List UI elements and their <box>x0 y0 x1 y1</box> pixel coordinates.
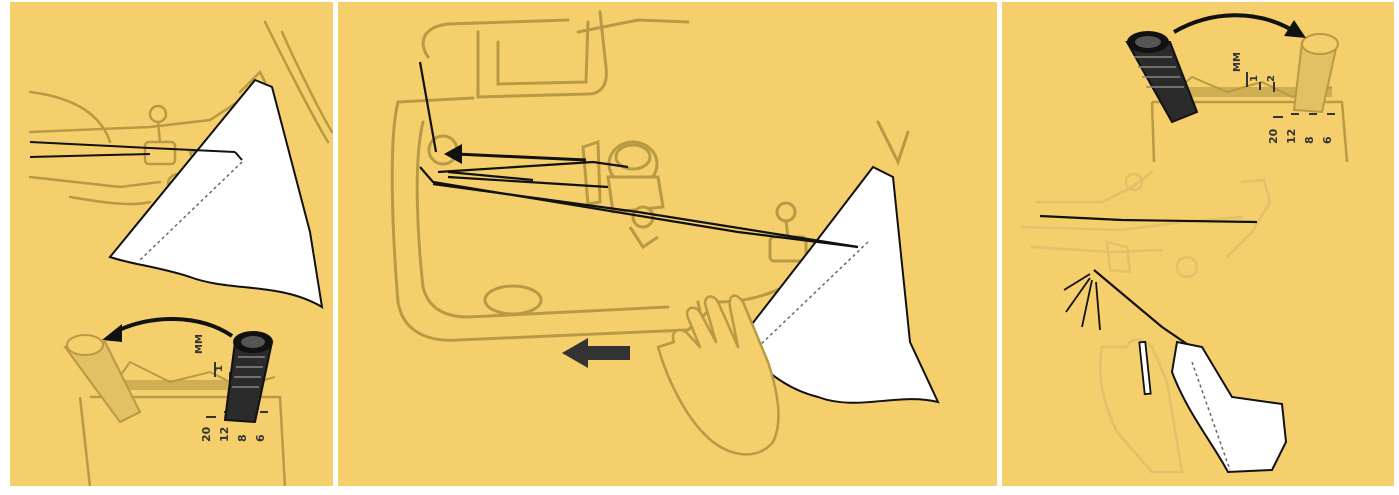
scale-number-8: 8 <box>1303 136 1316 144</box>
lever-start-position <box>1127 31 1197 122</box>
lever-current-position <box>225 332 272 422</box>
scale-mark-2: 2 <box>1266 75 1277 82</box>
scale-number-6: 6 <box>1321 136 1334 144</box>
scale-mark-1: 1 <box>1249 75 1260 82</box>
lever-target-position <box>65 335 140 422</box>
move-arrow-left <box>102 319 232 342</box>
scale-number-6: 6 <box>254 434 267 442</box>
scale-number-20: 20 <box>200 426 213 442</box>
panel-2-illustration <box>338 2 997 486</box>
panel-1-illustration: MM 1 2 20 12 8 6 <box>10 2 333 486</box>
scale-mark-1: 1 <box>214 365 225 372</box>
panel-2 <box>338 2 997 486</box>
cut-marks <box>1064 274 1100 330</box>
machine-outline <box>1022 172 1270 277</box>
fabric <box>110 80 322 307</box>
tension-dial <box>429 136 663 247</box>
panel-3-illustration: MM 1 2 20 12 8 6 <box>1002 2 1394 486</box>
thread-arrow <box>444 144 586 164</box>
move-arrow-right <box>1174 15 1306 38</box>
scale-number-8: 8 <box>236 434 249 442</box>
scale-unit: MM <box>1232 52 1243 72</box>
panel-1: MM 1 2 20 12 8 6 <box>10 2 333 486</box>
pull-direction-arrow <box>562 338 630 368</box>
thread <box>1040 216 1257 344</box>
panel-3: MM 1 2 20 12 8 6 <box>1002 2 1394 486</box>
fabric <box>1172 342 1286 472</box>
scale-number-12: 12 <box>1285 129 1298 144</box>
scale-number-12: 12 <box>218 427 231 442</box>
lever-target-position <box>1294 34 1338 112</box>
panel-divider-1 <box>334 0 337 495</box>
scale-unit: MM <box>194 334 205 354</box>
scale-number-20: 20 <box>1267 128 1280 144</box>
panel-divider-2 <box>998 0 1001 495</box>
